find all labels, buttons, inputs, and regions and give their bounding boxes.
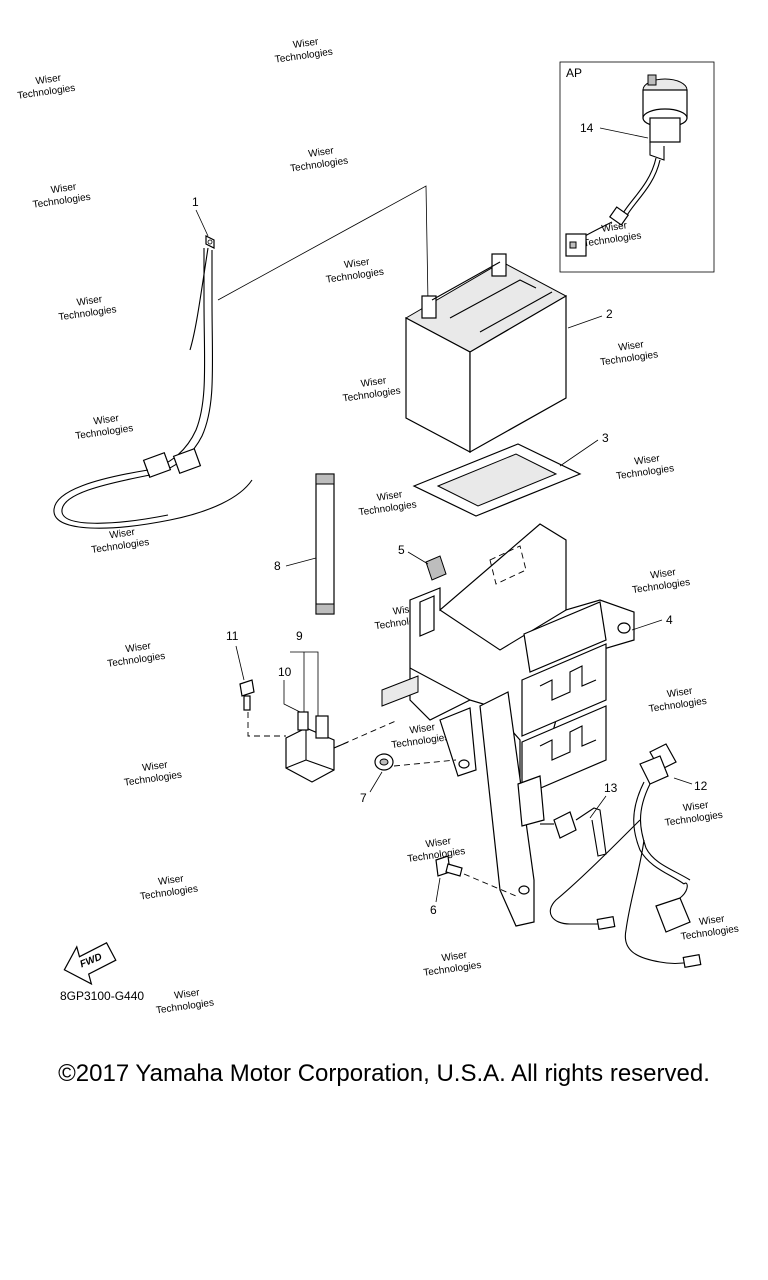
watermark: Wiser: [93, 413, 120, 428]
leader-12: [673, 777, 693, 785]
watermark: Wiser: [682, 800, 709, 815]
callout-8: 8: [274, 559, 281, 573]
leader-11: [235, 645, 245, 681]
part-1-lead-wire: [53, 235, 253, 529]
callout-5: 5: [398, 543, 405, 557]
inset-label: AP: [566, 66, 582, 80]
part-13-fuse-lead: [540, 807, 607, 857]
watermark: Wiser: [125, 641, 152, 656]
part-5-clip: [425, 555, 447, 581]
callout-13: 13: [604, 781, 618, 795]
part-4-battery-bracket: [381, 523, 635, 927]
callout-14: 14: [580, 121, 594, 135]
callout-2: 2: [606, 307, 613, 321]
watermark: Wiser: [360, 375, 387, 390]
part-8-battery-band: [315, 473, 335, 615]
leader-5: [407, 551, 429, 565]
watermark: Wiser: [35, 73, 62, 88]
watermark: Wiser: [650, 567, 677, 582]
callout-12: 12: [694, 779, 708, 793]
part-6-bolt: [435, 855, 463, 877]
diagram-code: 8GP3100-G440: [60, 989, 144, 1003]
part-2-battery: [404, 253, 568, 454]
dash-9: [333, 719, 399, 749]
dash-11: [247, 712, 286, 737]
callout-6: 6: [430, 903, 437, 917]
leader-1: [195, 209, 209, 237]
watermark: Wiser: [634, 453, 661, 468]
watermark: Wiser: [141, 759, 168, 774]
watermark: Wiser: [308, 145, 335, 160]
leader-4: [631, 619, 663, 631]
dash-7: [393, 759, 457, 767]
leader-10: [283, 680, 301, 713]
callout-7: 7: [360, 791, 367, 805]
copyright-notice: ©2017 Yamaha Motor Corporation, U.S.A. A…: [58, 1060, 710, 1087]
leader-9: [290, 651, 319, 716]
callout-1: 1: [192, 195, 199, 209]
watermark: Wiser: [76, 294, 103, 309]
leader-13: [589, 795, 607, 819]
watermark: Wiser: [409, 722, 436, 737]
callout-3: 3: [602, 431, 609, 445]
watermark: Wiser: [618, 339, 645, 354]
leader-7: [369, 771, 383, 793]
leader-6: [435, 877, 441, 903]
parts-diagram: Wiser Technologies Wiser Technologies Wi…: [17, 36, 740, 1016]
part-11-bolt: [239, 679, 255, 711]
part-9-starter-relay: [285, 711, 349, 783]
watermark: Wiser: [666, 686, 693, 701]
watermark: Wiser: [109, 527, 136, 542]
callout-10: 10: [278, 665, 292, 679]
watermark: Wiser: [441, 950, 468, 965]
watermark: Wiser: [50, 182, 77, 197]
inset-frame: [559, 61, 715, 273]
watermark: Wiser: [157, 873, 184, 888]
inset-ap: AP 14: [559, 61, 715, 273]
watermark: Wiser: [173, 987, 200, 1002]
part-3-battery-pad: [412, 443, 582, 517]
callout-9: 9: [296, 629, 303, 643]
callout-11: 11: [226, 629, 239, 643]
watermark: Wiser: [376, 489, 403, 504]
watermark: Wiser: [698, 913, 725, 928]
accessory-outlet: [565, 74, 688, 257]
leader-8: [285, 557, 317, 567]
leader-3: [559, 439, 599, 467]
watermarks: Wiser Technologies Wiser Technologies Wi…: [17, 36, 740, 1016]
watermark: Wiser: [292, 36, 319, 51]
watermark: Wiser: [343, 256, 370, 271]
chain-line-1: [217, 185, 429, 303]
callout-4: 4: [666, 613, 673, 627]
leader-2: [567, 315, 603, 329]
part-7-nut: [374, 753, 394, 771]
watermark: Wiser: [425, 836, 452, 851]
fwd-arrow-icon: FWD: [63, 941, 117, 986]
part-12-sub-harness: [549, 743, 702, 969]
leader-14: [599, 127, 649, 139]
